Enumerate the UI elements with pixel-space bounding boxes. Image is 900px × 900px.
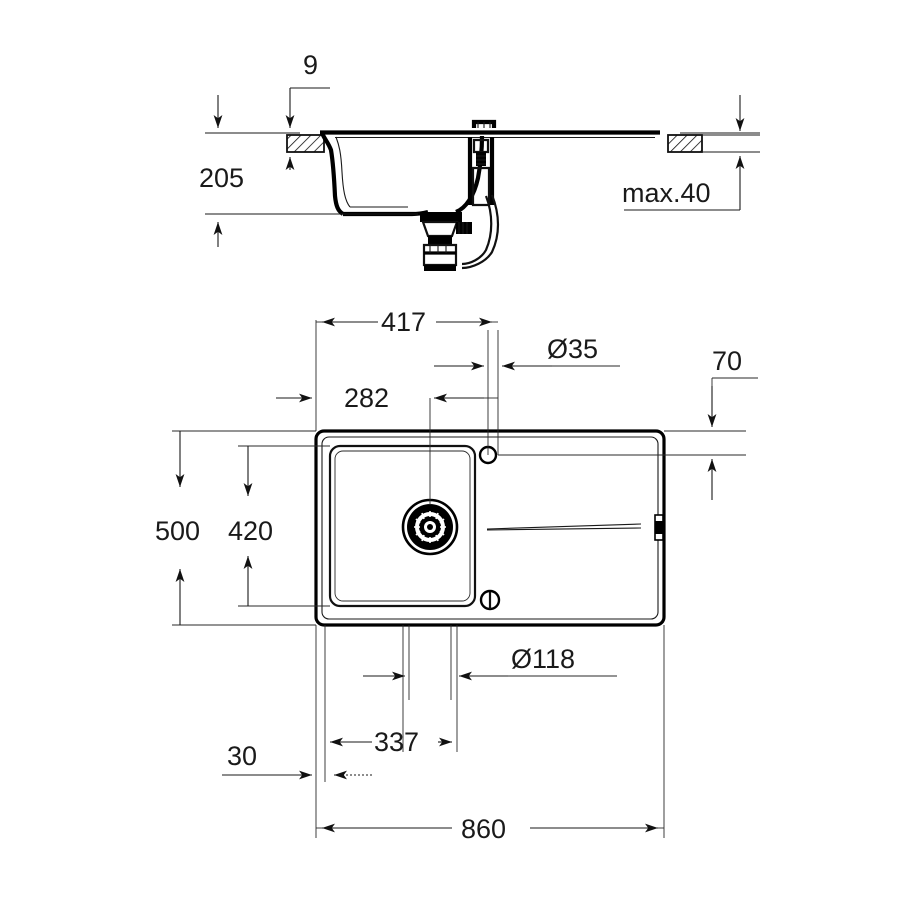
dimension-70: 70 xyxy=(707,346,758,500)
worktop-cut-left xyxy=(286,134,325,153)
dimension-d118: Ø118 xyxy=(363,644,617,681)
dimension-860: 860 xyxy=(316,814,664,844)
dim-label-420: 420 xyxy=(228,516,273,546)
dim-label-860: 860 xyxy=(461,814,506,844)
dim-label-500: 500 xyxy=(155,516,200,546)
dim-label-9: 9 xyxy=(303,50,318,80)
dim-label-max40: max.40 xyxy=(622,178,711,208)
sink-section-profile xyxy=(320,119,660,271)
dim-label-d35: Ø35 xyxy=(547,334,598,364)
dimension-d35: Ø35 xyxy=(434,334,620,371)
overflow-hole xyxy=(479,589,501,611)
sink-bowl-outline xyxy=(328,444,477,608)
extension-lines-vertical xyxy=(315,320,665,838)
mounting-clip xyxy=(654,514,664,541)
dim-label-282: 282 xyxy=(344,383,389,413)
dimension-30: 30 xyxy=(222,741,372,780)
extension-lines-horizontal xyxy=(172,430,746,626)
dim-label-70: 70 xyxy=(712,346,742,376)
dimension-420: 420 xyxy=(228,446,273,606)
dimension-500: 500 xyxy=(155,431,200,625)
plan-view: 417 Ø35 282 70 xyxy=(155,307,758,844)
dimension-9: 9 xyxy=(285,50,330,170)
dimension-282: 282 xyxy=(276,383,498,413)
dim-label-205: 205 xyxy=(199,163,244,193)
dimension-337: 337 xyxy=(330,727,452,757)
dimension-205: 205 xyxy=(199,95,418,247)
dimension-max40: max.40 xyxy=(622,95,745,211)
worktop-cut-right xyxy=(667,134,760,153)
dim-label-337: 337 xyxy=(374,727,419,757)
dim-label-d118: Ø118 xyxy=(511,644,575,674)
dim-label-30: 30 xyxy=(227,741,257,771)
drain-assembly xyxy=(401,498,459,556)
drainer-grooves xyxy=(486,523,642,531)
sink-bowl-inner-line xyxy=(334,450,471,602)
dim-label-417: 417 xyxy=(381,307,426,337)
sink-outer-outline xyxy=(314,429,666,627)
dimension-417: 417 xyxy=(316,307,498,337)
elevation-view: 9 205 max.40 xyxy=(199,50,760,271)
